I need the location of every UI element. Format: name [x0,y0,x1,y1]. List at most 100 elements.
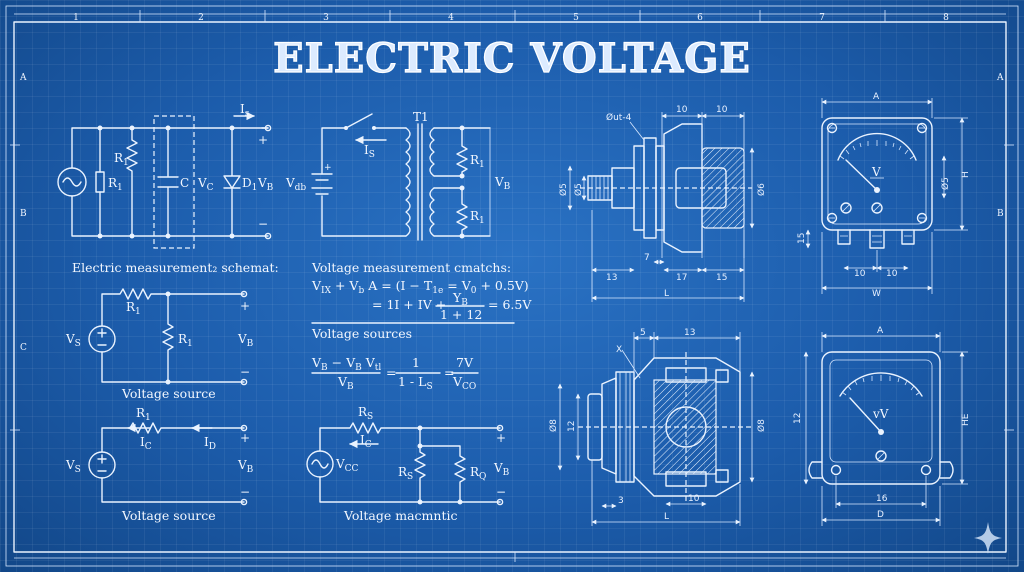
diode-d1 [223,127,241,237]
dim-10-conn2: 10 [688,494,700,504]
voltage-source-symbol-2 [88,451,116,479]
primary-coil [405,127,411,237]
label-r1-zigzag: R1 [114,151,129,168]
ac-source-symbol [57,167,87,197]
meter1-unit: V [871,165,881,179]
caption-voltage-source-1: Voltage source [121,386,216,401]
dim-h-meter1: H [961,171,971,178]
equation-2-denominator: 1 + 12 [440,307,482,322]
dim-10b-conn1: 10 [716,105,728,115]
capacitor-c [157,127,179,237]
meter2-scale-ticks [841,375,921,396]
label-id-src2: ID [204,435,216,452]
label-plus-1: + [240,299,250,313]
label-vdb: Vdb [285,176,306,193]
battery-symbol [311,173,333,195]
heading-measurement-schematic: Electric measurement₂ schemat: [72,260,279,275]
label-vb-transformer: VB [494,175,511,192]
capacitor-dashed-box [153,115,195,249]
connector-drawing-top: Øut-4 10 10 Ø5 Ø5 Ø6 7 13 17 15 L [558,105,767,302]
page-title: ELECTRIC VOLTAGE [273,35,751,82]
label-minus-1: − [240,365,250,379]
meter1-scale-ticks [839,140,915,160]
label-minus-macm: − [496,485,506,499]
dim-12-meter2: 12 [793,413,803,424]
circuit-voltage-source-2: R1 IC ID VS VB + − Voltage source [65,406,254,523]
dim-15-meter1: 15 [797,233,807,244]
dim-out-4: Øut-4 [606,112,632,123]
label-rs-shunt: RS [398,465,413,482]
label-battery-plus: + [324,163,332,173]
label-r1-lower: R1 [470,209,485,226]
fraction-2-numerator: 1 [412,355,420,370]
label-vb-macm: VB [493,461,510,478]
label-r1-upper: R1 [470,153,485,170]
col-number-7: 7 [819,13,825,23]
fraction-3-numerator: 7V [456,355,474,370]
voltmeter-drawing-bottom: vV A 12 HE 16 D [793,326,971,526]
col-number-8: 8 [943,13,949,23]
label-vs-1: VS [65,332,81,349]
meter2-needle [849,397,882,433]
label-vs-2: VS [65,458,81,475]
drawing-frame: 1 2 3 4 5 6 7 8 A B C A B [5,5,1019,567]
resistor-r1-box [95,171,105,193]
fraction-1-numerator: VB − VB Vtl [311,355,381,373]
col-number-5: 5 [573,13,579,23]
dim-15-conn1: 15 [716,273,727,283]
label-vcc: VCC [335,457,359,474]
secondary-coils [429,127,435,237]
label-r1-shunt: R1 [178,332,193,349]
col-number-4: 4 [448,13,454,23]
label-vb-2: VB [237,458,254,475]
circuit-transformer: T1 IS Vdb + R1 R1 VB [285,110,511,241]
resistor-r1-zigzag [126,127,138,237]
connector-drawing-bottom: 5 13 X Ø8 12 Ø8 3 10 L [548,328,767,526]
fraction-3-denominator: VCO [452,374,476,392]
row-letter-b-right: B [997,209,1004,219]
row-letter-c: C [20,343,27,353]
label-r1-src2: R1 [136,406,151,423]
row-letter-b: B [20,209,27,219]
label-ic-src2: IC [140,435,152,452]
meter2-unit: vV [872,407,889,421]
heading-voltage-sources: Voltage sources [311,326,412,341]
voltmeter-drawing-top: V A Ø5 H 15 10 10 W [797,92,971,299]
equals-sign-2: = [444,365,454,380]
label-plus: + [258,133,268,147]
dim-d-meter2: D [877,510,884,520]
meter1-needle [845,159,878,191]
heading-measurement-matches: Voltage measurement cmatchs: [311,260,511,275]
circuit-voltage-source-1: R1 R1 VS VB + − Voltage source [65,288,254,401]
label-is: Is [240,102,250,119]
equation-2-numerator: YB [452,290,468,308]
label-vb-1: VB [237,332,254,349]
label-minus: − [258,217,268,231]
label-vb: VB [257,176,274,193]
sparkle-icon [974,522,1002,554]
label-rq: RQ [470,465,486,482]
label-t1: T1 [413,110,429,124]
dim-x-conn2: X [616,345,622,355]
dim-o6-conn1: Ø6 [756,183,767,196]
dim-l-conn2: L [664,512,669,522]
label-r1-series: R1 [126,300,141,317]
dim-o8b-conn2: Ø8 [756,419,767,432]
dim-10b-meter1: 10 [886,269,898,279]
label-rs: RS [358,405,373,422]
meter1-scale-arc [837,132,917,161]
label-c: C [180,176,189,190]
dim-w-meter1: W [872,289,881,299]
dim-16-meter2: 16 [876,494,888,504]
dim-5-conn2: 5 [640,328,646,338]
voltage-source-symbol-1 [88,325,116,353]
label-plus-2: + [240,431,250,445]
dim-a-meter1: A [873,92,880,102]
equation-2-right: = 6.5V [488,297,532,312]
dim-17-conn1: 17 [676,273,687,283]
label-ic-macm: IC [360,433,372,450]
dim-10a-meter1: 10 [854,269,866,279]
frame-column-ticks [10,10,1014,562]
